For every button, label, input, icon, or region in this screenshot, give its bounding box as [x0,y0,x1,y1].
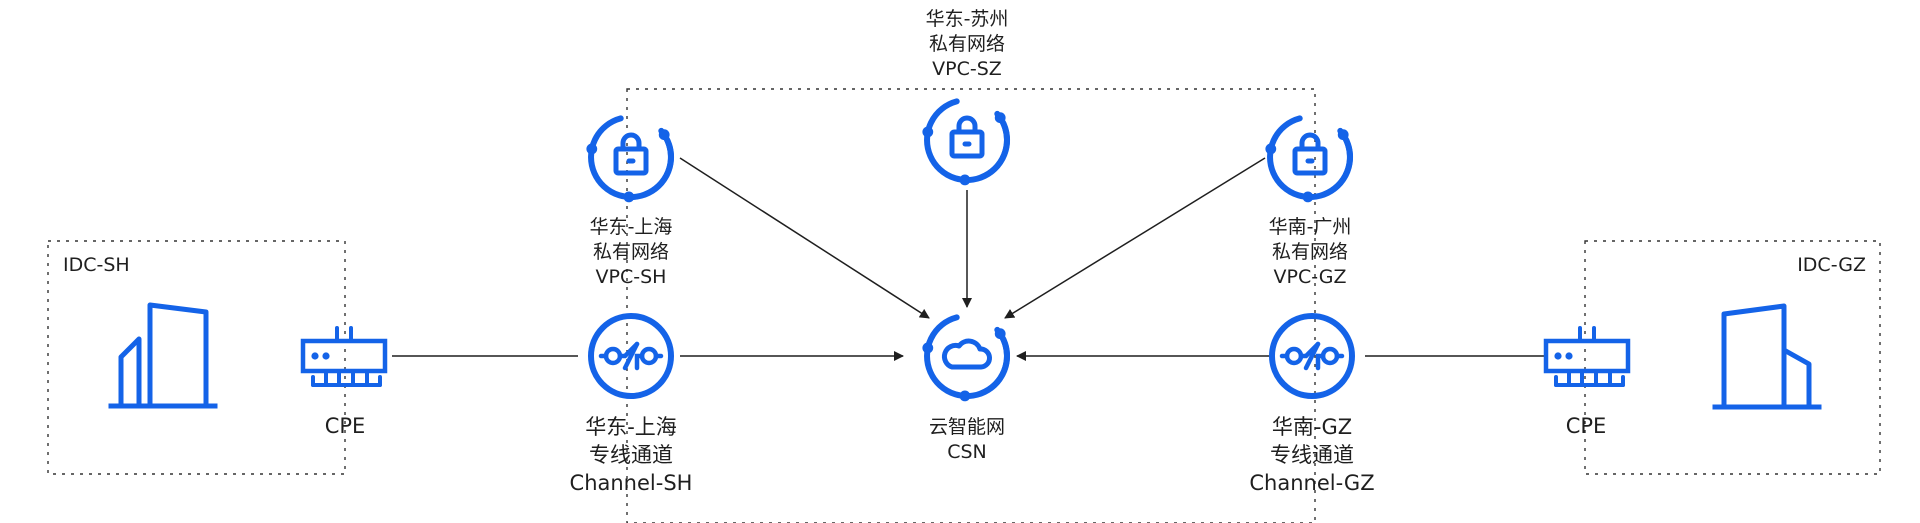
arrow-vpc-gz-to-csn [1004,157,1266,319]
channel-gz-region-label: 华南-GZ [1272,415,1352,439]
building-icon [1712,303,1822,410]
vpc-gz-type-label: 私有网络 [1272,241,1348,263]
channel-sh-region-label: 华东-上海 [585,415,677,439]
csn-id-label: CSN [947,441,987,463]
vpc-sz-node: 华东-苏州 私有网络 VPC-SZ [922,8,1010,186]
lock-vpc-icon [922,98,1010,186]
channel-sh-node: 华东-上海 专线通道 Channel-SH [570,313,693,495]
vpc-sh-region-label: 华东-上海 [590,216,673,238]
arrow-vpc-sh-to-csn [679,157,930,319]
vpc-gz-region-label: 华南-广州 [1269,216,1352,238]
cloud-network-icon [922,314,1010,402]
idc-gz-frame [1584,240,1881,475]
building-icon [108,302,218,409]
idc-sh-label: IDC-SH [63,254,130,276]
channel-gz-type-label: 专线通道 [1270,443,1354,467]
idc-gz-node: IDC-GZ [1712,254,1866,410]
vpc-sz-type-label: 私有网络 [929,33,1005,55]
cpe-right-label: CPE [1566,414,1607,438]
lock-vpc-icon [1265,115,1353,203]
cpe-right-node: CPE [1543,326,1631,438]
router-icon [1543,326,1631,387]
csn-node: 云智能网 CSN [922,314,1010,463]
router-icon [300,326,388,387]
connectors [392,157,1545,361]
channel-sh-type-label: 专线通道 [589,443,673,467]
vpc-sh-id-label: VPC-SH [596,266,667,288]
cpe-left-node: CPE [300,326,388,438]
vpc-gz-node: 华南-广州 私有网络 VPC-GZ [1265,115,1353,288]
vpc-sz-region-label: 华东-苏州 [926,8,1009,30]
channel-sh-id-label: Channel-SH [570,471,693,495]
dedicated-channel-icon [588,313,674,399]
cloud-frame [626,88,1316,523]
idc-sh-node: IDC-SH [63,254,218,409]
channel-gz-node: 华南-GZ 专线通道 Channel-GZ [1249,313,1375,495]
idc-gz-label: IDC-GZ [1797,254,1866,276]
vpc-sz-id-label: VPC-SZ [932,58,1002,80]
csn-name-label: 云智能网 [929,416,1005,438]
dedicated-channel-icon [1269,313,1355,399]
lock-vpc-icon [586,115,674,203]
vpc-gz-id-label: VPC-GZ [1273,266,1346,288]
vpc-sh-type-label: 私有网络 [593,241,669,263]
channel-gz-id-label: Channel-GZ [1249,471,1374,495]
vpc-sh-node: 华东-上海 私有网络 VPC-SH [586,115,674,288]
cpe-left-label: CPE [325,414,366,438]
